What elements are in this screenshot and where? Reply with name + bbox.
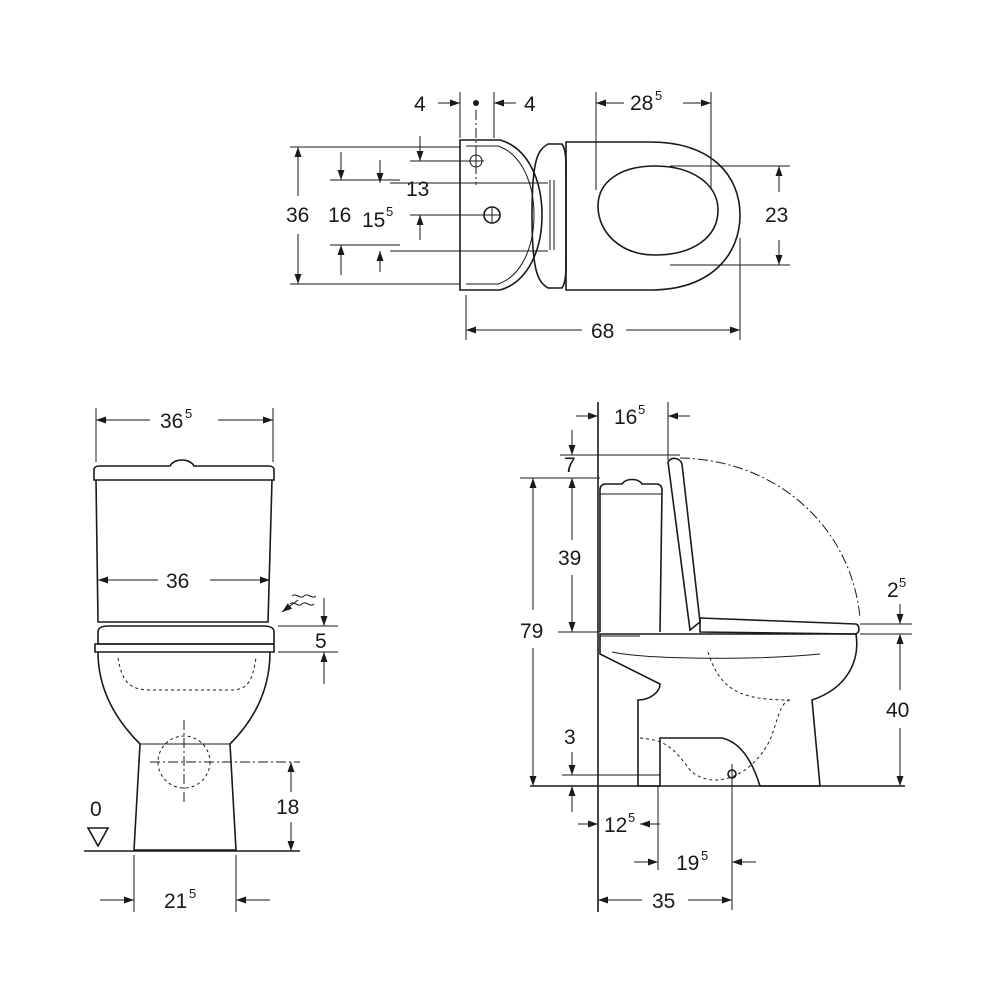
dim-side-79: 79 (520, 620, 543, 643)
dim-top-13: 13 (406, 178, 429, 201)
dim-top-15-sup: 5 (386, 204, 393, 219)
side-seat (699, 617, 860, 635)
dim-side-12: 12 (604, 814, 627, 837)
ground-level-icon (86, 827, 110, 848)
front-seat (97, 625, 275, 645)
dim-side-19-sup: 5 (701, 848, 708, 863)
front-bowl-inner (117, 657, 257, 691)
dim-side-2-sup: 5 (899, 575, 906, 590)
side-lid-swing-arc (679, 457, 861, 619)
dim-side-19: 19 (676, 852, 699, 875)
dim-side-16-sup: 5 (638, 402, 645, 417)
dim-top-23: 23 (765, 204, 788, 227)
top-cistern-outline (459, 139, 543, 291)
dim-front-36-top-sup: 5 (185, 406, 192, 421)
side-view: 16 5 7 39 79 3 2 5 40 12 5 1 (520, 402, 912, 913)
dim-top-16: 16 (328, 204, 351, 227)
dim-front-36-top: 36 (160, 410, 183, 433)
dim-front-5: 5 (315, 630, 327, 653)
dim-top-15: 15 (362, 209, 385, 232)
side-bowl (599, 633, 858, 787)
dim-front-21: 21 (164, 890, 187, 913)
dim-side-2: 2 (887, 579, 899, 602)
side-trap-dash (639, 699, 791, 781)
dim-side-16: 16 (614, 406, 637, 429)
dim-front-36-mid: 36 (166, 570, 189, 593)
dim-front-18: 18 (276, 796, 299, 819)
dim-top-4-right: 4 (524, 93, 536, 116)
flush-water-icon (281, 594, 317, 613)
dim-front-0: 0 (90, 798, 102, 821)
dim-top-28-sup: 5 (655, 88, 662, 103)
side-bowl-inner-dash (707, 651, 791, 701)
dim-front-21-sup: 5 (189, 886, 196, 901)
front-view: 36 5 36 5 18 0 21 5 (84, 406, 338, 913)
front-bowl (97, 651, 271, 851)
dim-side-12-sup: 5 (628, 810, 635, 825)
top-bowl-opening (597, 165, 719, 256)
front-cistern-body (95, 479, 273, 623)
top-bowl-outline (565, 141, 741, 291)
dim-side-35: 35 (652, 890, 675, 913)
dim-side-7: 7 (564, 454, 576, 477)
top-view: 4 4 28 5 36 16 15 5 13 23 68 (286, 88, 790, 343)
dim-side-40: 40 (886, 699, 909, 722)
top-axis-dot (473, 100, 479, 106)
front-seat-rim (94, 643, 275, 653)
dim-top-4-left: 4 (414, 93, 426, 116)
dim-side-39: 39 (558, 547, 581, 570)
front-cistern-lid (93, 459, 275, 481)
dim-top-68: 68 (591, 320, 614, 343)
top-hinge-block (531, 143, 567, 289)
top-cistern-inner (466, 145, 535, 285)
side-lid-raised (667, 457, 701, 632)
dim-side-3: 3 (564, 726, 576, 749)
dim-top-28: 28 (630, 92, 653, 115)
side-bowl-rim (611, 651, 821, 659)
side-cistern (599, 478, 663, 633)
dim-top-36: 36 (286, 204, 309, 227)
